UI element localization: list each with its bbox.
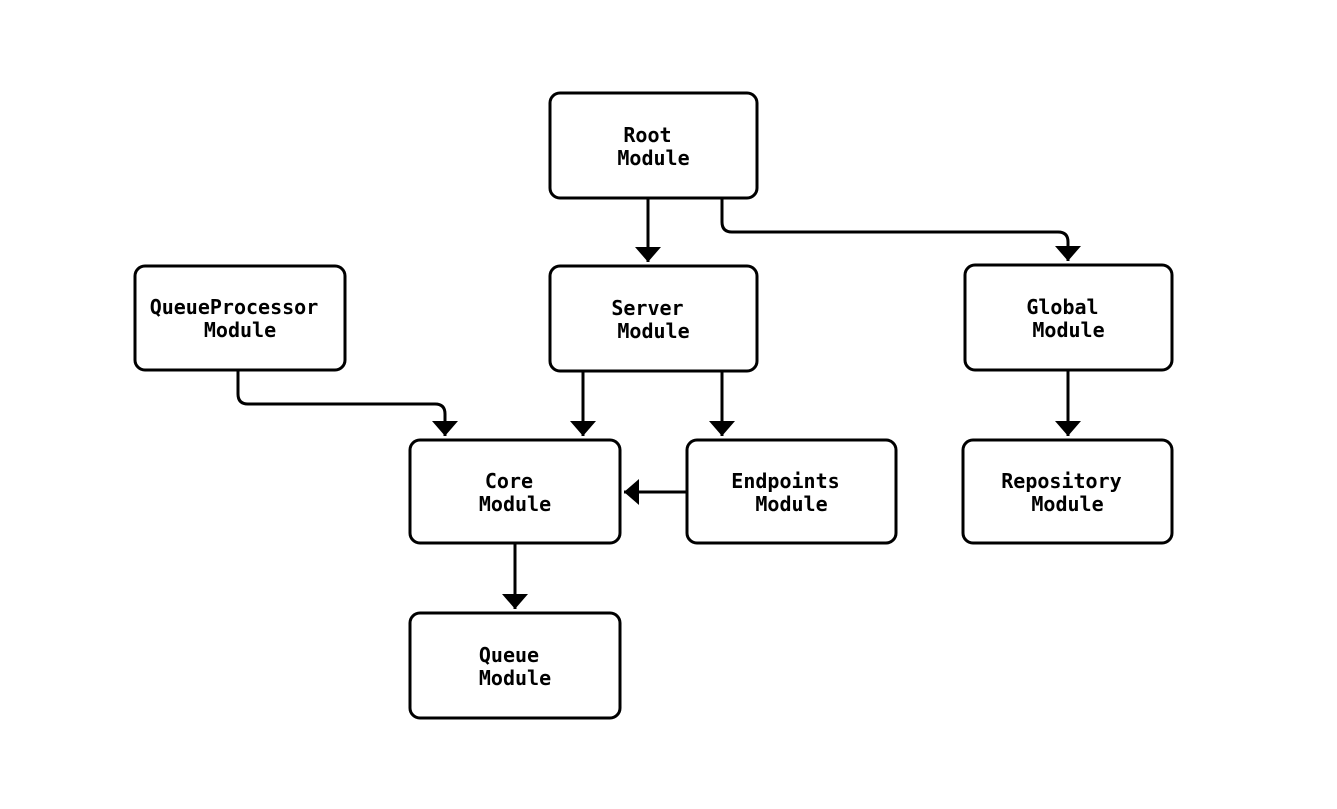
node-global-module: Global Module	[963, 263, 1174, 372]
edge-layer	[236, 198, 1081, 609]
node-repository-box	[961, 438, 1174, 545]
node-endpoints-box	[685, 438, 898, 545]
node-queueprocessor-module: QueueProcessor Module	[133, 264, 347, 372]
node-queue-label: Queue Module	[479, 643, 551, 690]
node-queueprocessor-label: QueueProcessor Module	[150, 295, 331, 342]
node-core-box	[408, 438, 622, 545]
node-layer: Root Module QueueProcessor Module Server…	[133, 91, 1174, 720]
node-root-box	[548, 91, 759, 200]
node-core-label: Core Module	[479, 469, 551, 516]
node-server-module: Server Module	[548, 264, 759, 373]
node-root-module: Root Module	[548, 91, 759, 200]
node-queue-box	[408, 611, 622, 720]
node-endpoints-label: Endpoints Module	[731, 469, 851, 516]
node-endpoints-module: Endpoints Module	[685, 438, 898, 545]
node-core-module: Core Module	[408, 438, 622, 545]
node-server-label: Server Module	[611, 296, 695, 343]
node-queueprocessor-box	[133, 264, 347, 372]
node-root-label: Root Module	[617, 123, 689, 170]
node-queue-module: Queue Module	[408, 611, 622, 720]
edge-queueprocessor-to-core	[236, 370, 458, 436]
node-global-label: Global Module	[1026, 295, 1110, 342]
node-repository-module: Repository Module	[961, 438, 1174, 545]
edge-root-to-global	[720, 198, 1081, 261]
node-server-box	[548, 264, 759, 373]
node-repository-label: Repository Module	[1001, 469, 1133, 516]
node-global-box	[963, 263, 1174, 372]
